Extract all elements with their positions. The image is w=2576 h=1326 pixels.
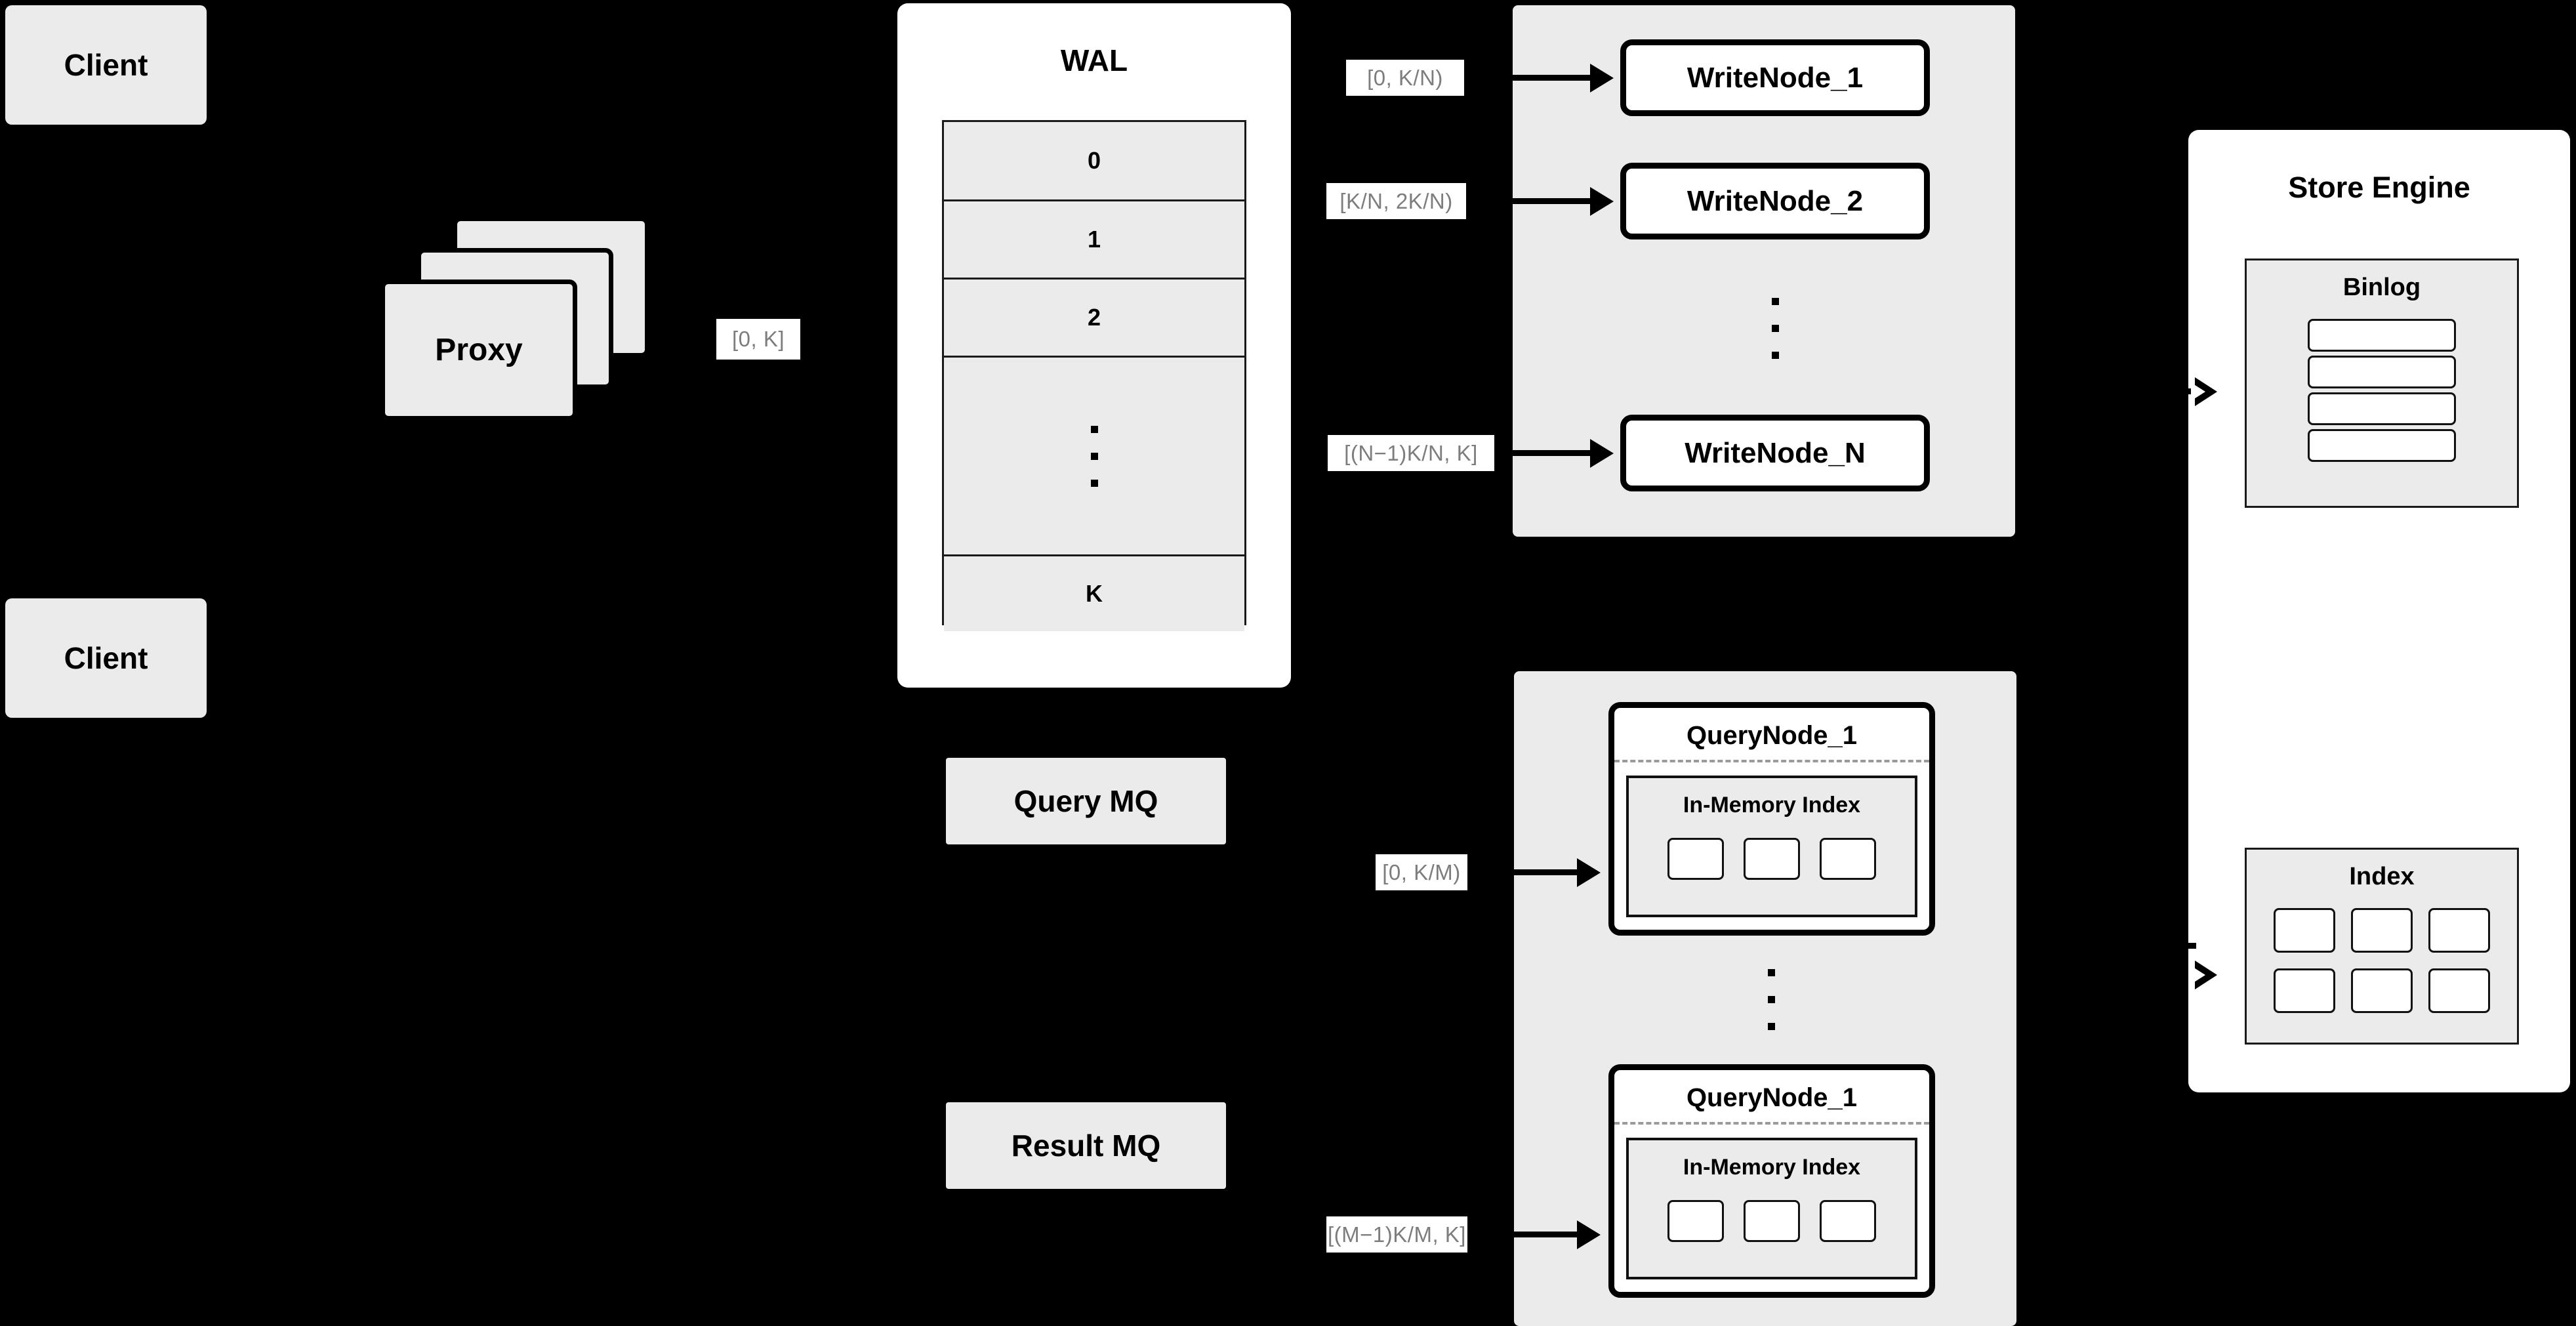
wal-row[interactable]: 2 [944, 280, 1244, 358]
write-node-1-range-text: [0, K/N) [1367, 65, 1443, 90]
arrow-to-write-node-1 [1469, 75, 1592, 81]
query-node-2-range-label: [(M−1)K/M, K] [1326, 1216, 1467, 1253]
vertical-ellipsis-icon [1090, 425, 1098, 487]
write-node-n-range-label: [(N−1)K/N, K] [1328, 435, 1494, 471]
store-engine-title: Store Engine [2288, 171, 2470, 204]
store-index-slot[interactable] [2351, 908, 2413, 953]
arrow-to-store-index [2165, 943, 2196, 949]
store-index-slot[interactable] [2274, 968, 2335, 1013]
query-node-1-divider [1614, 760, 1929, 762]
store-index-slot[interactable] [2428, 968, 2490, 1013]
query-node-2-range-text: [(M−1)K/M, K] [1328, 1222, 1466, 1247]
query-node-1[interactable]: QueryNode_1 In-Memory Index [1608, 702, 1935, 936]
binlog-slot[interactable] [2308, 429, 2456, 462]
proxy-out-range-text: [0, K] [731, 327, 785, 351]
index-slot[interactable] [1744, 1200, 1800, 1242]
arrow-head-write-node-n [1590, 439, 1614, 468]
wal-row-value: 2 [1087, 304, 1101, 331]
arrow-to-query-node-2 [1469, 1232, 1579, 1237]
write-node-n-range-text: [(N−1)K/N, K] [1344, 440, 1478, 465]
write-node-1-label: WriteNode_1 [1687, 61, 1864, 94]
arrow-head-write-node-2 [1590, 187, 1614, 216]
write-node-n[interactable]: WriteNode_N [1620, 415, 1930, 491]
arrow-head-write-node-1 [1590, 64, 1614, 93]
result-mq-label: Result MQ [1011, 1129, 1161, 1163]
write-node-2-label: WriteNode_2 [1687, 184, 1864, 217]
query-node-1-range-text: [0, K/M) [1382, 860, 1461, 884]
query-node-2-in-memory-index: In-Memory Index [1626, 1138, 1917, 1279]
wal-panel: WAL 0 1 2 K [897, 3, 1291, 688]
query-node-1-range-label: [0, K/M) [1376, 854, 1467, 890]
write-node-2-range-label: [K/N, 2K/N) [1326, 183, 1466, 219]
wal-row[interactable]: 0 [944, 122, 1244, 201]
store-index-slot[interactable] [2351, 968, 2413, 1013]
index-slot[interactable] [1744, 838, 1800, 880]
query-cluster-ellipsis-icon [1763, 947, 1779, 1052]
client-label-1: Client [64, 48, 148, 82]
arrow-head-store-index [2191, 961, 2217, 989]
write-node-1-range-label: [0, K/N) [1346, 60, 1464, 96]
write-cluster-ellipsis-icon [1767, 276, 1783, 381]
proxy-out-range-label: [0, K] [716, 319, 800, 360]
arrow-head-query-node-2 [1577, 1220, 1601, 1249]
index-slot[interactable] [1667, 1200, 1724, 1242]
in-memory-index-title-1: In-Memory Index [1683, 793, 1861, 818]
index-slot[interactable] [1667, 838, 1724, 880]
binlog-slot[interactable] [2308, 356, 2456, 388]
store-index-slot[interactable] [2274, 908, 2335, 953]
index-panel: Index [2245, 848, 2519, 1045]
proxy-stack[interactable]: Proxy [380, 217, 663, 433]
arrow-to-binlog [2165, 388, 2196, 394]
wal-row[interactable]: 1 [944, 201, 1244, 280]
wal-entry-table: 0 1 2 K [942, 120, 1246, 631]
store-engine-panel: Store Engine Binlog Index [2188, 130, 2570, 1092]
arrow-to-write-node-n [1496, 450, 1592, 456]
write-node-1[interactable]: WriteNode_1 [1620, 39, 1930, 116]
result-mq-box[interactable]: Result MQ [946, 1102, 1226, 1189]
client-box-1[interactable]: Client [5, 5, 207, 125]
wal-row[interactable]: K [944, 556, 1244, 631]
index-slot[interactable] [1820, 1200, 1876, 1242]
query-node-1-label: QueryNode_1 [1686, 721, 1858, 750]
query-mq-box[interactable]: Query MQ [946, 758, 1226, 844]
arrow-to-query-node-1 [1469, 869, 1579, 875]
query-node-2[interactable]: QueryNode_1 In-Memory Index [1608, 1064, 1935, 1298]
proxy-card-front[interactable]: Proxy [380, 280, 577, 421]
binlog-title: Binlog [2342, 274, 2421, 301]
query-node-1-in-memory-index: In-Memory Index [1626, 776, 1917, 917]
in-memory-index-title-2: In-Memory Index [1683, 1155, 1861, 1180]
query-node-2-divider [1614, 1122, 1929, 1125]
arrow-head-query-node-1 [1577, 858, 1601, 887]
query-node-2-label: QueryNode_1 [1686, 1083, 1858, 1112]
index-title: Index [2349, 863, 2415, 890]
binlog-slot[interactable] [2308, 392, 2456, 425]
wal-row-value: K [1086, 580, 1103, 607]
index-slot[interactable] [1820, 838, 1876, 880]
binlog-panel: Binlog [2245, 259, 2519, 508]
client-box-2[interactable]: Client [5, 598, 207, 718]
write-node-2[interactable]: WriteNode_2 [1620, 163, 1930, 239]
arrow-to-write-node-2 [1469, 198, 1592, 204]
wal-title: WAL [1060, 43, 1128, 77]
arrow-head-binlog [2191, 377, 2217, 406]
binlog-slot[interactable] [2308, 319, 2456, 352]
write-node-2-range-text: [K/N, 2K/N) [1339, 188, 1453, 213]
client-label-2: Client [64, 641, 148, 675]
query-mq-label: Query MQ [1013, 784, 1158, 818]
proxy-label: Proxy [435, 333, 523, 367]
store-index-slot[interactable] [2428, 908, 2490, 953]
write-node-n-label: WriteNode_N [1685, 436, 1866, 469]
wal-row-ellipsis [944, 358, 1244, 556]
wal-row-value: 1 [1087, 226, 1101, 253]
wal-row-value: 0 [1087, 147, 1101, 174]
